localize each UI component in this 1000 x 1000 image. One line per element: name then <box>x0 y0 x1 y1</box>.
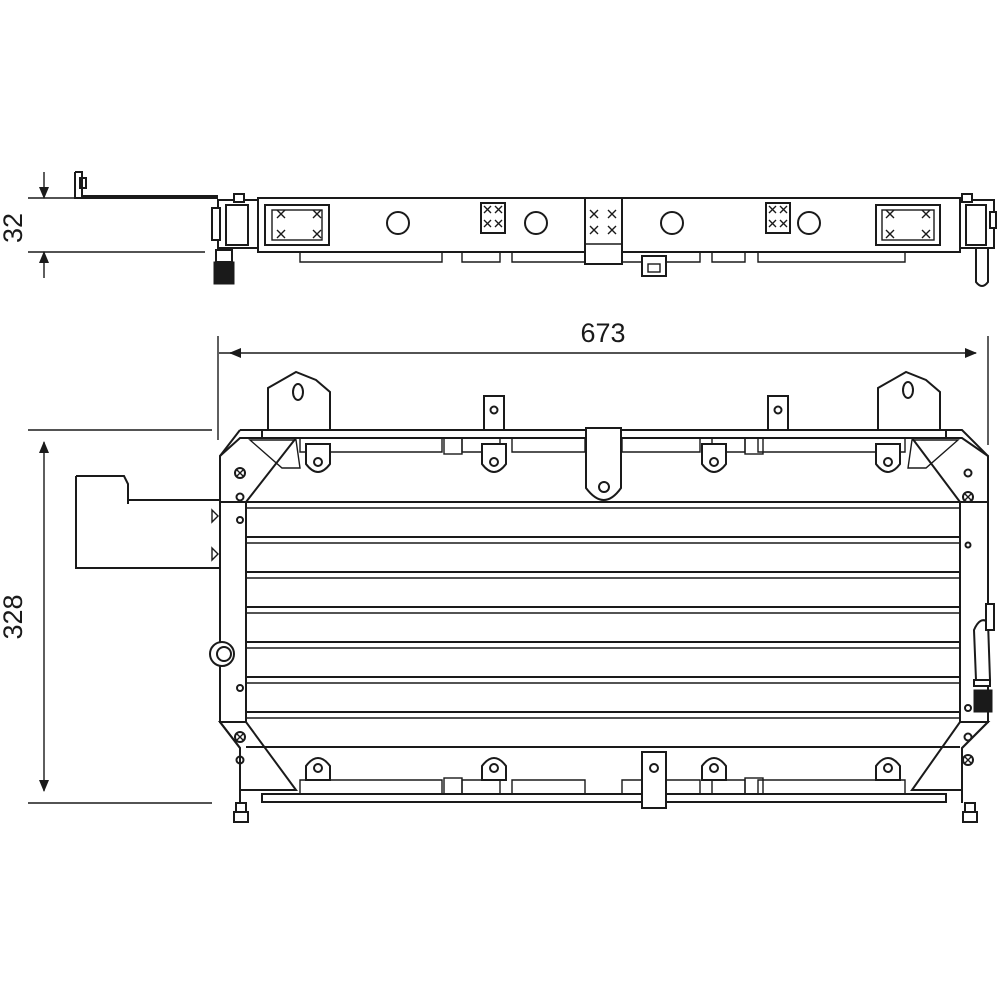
dimension-thickness: 32 <box>0 172 205 278</box>
top-view-mount-right <box>875 204 941 246</box>
front-view-top-clips <box>305 443 901 473</box>
front-view-bolts <box>234 467 974 766</box>
front-view-gusset-top-right <box>910 437 989 503</box>
top-view-strip-tab <box>79 177 87 189</box>
front-view-center-bracket <box>585 427 622 501</box>
dimension-height: 328 <box>0 429 212 804</box>
top-view-bottom-tab <box>641 255 667 277</box>
front-view-outlet-port <box>973 689 993 713</box>
front-view-gusset-top-left <box>219 437 299 503</box>
top-view-right-pipe <box>975 248 989 287</box>
top-view <box>74 171 997 287</box>
front-view-bottom-rail <box>261 793 947 803</box>
front-view-core-tubes <box>246 501 960 748</box>
dimension-width-label: 673 <box>580 318 625 348</box>
front-view-top-bracket-right <box>877 370 941 433</box>
front-view-bottom-clips <box>305 751 901 809</box>
top-view-mount-left <box>264 204 330 246</box>
front-view <box>75 370 995 823</box>
top-view-hole <box>524 211 548 235</box>
front-view-right-tank <box>959 501 989 723</box>
front-view-bottom-rail-edge <box>299 779 906 794</box>
dimension-height-label: 328 <box>0 594 28 639</box>
top-view-hole <box>660 211 684 235</box>
top-view-left-port <box>213 261 235 285</box>
front-view-side-bracket <box>75 475 220 569</box>
top-view-mount-center-right <box>765 202 791 234</box>
top-view-center-bracket <box>584 197 623 265</box>
top-view-mount-center-left <box>480 202 506 234</box>
front-view-gusset-bottom-right <box>910 721 991 791</box>
front-view-outlet-pipe <box>972 619 992 681</box>
top-view-left-mount-strip <box>74 171 218 199</box>
top-view-hole <box>797 211 821 235</box>
top-view-hole <box>386 211 410 235</box>
dimension-thickness-label: 32 <box>0 213 28 243</box>
front-view-bottom-pins <box>233 802 978 823</box>
dimension-width: 673 <box>217 318 989 445</box>
front-view-top-bracket-left <box>267 370 331 433</box>
front-view-gusset-bottom-left <box>217 721 298 791</box>
